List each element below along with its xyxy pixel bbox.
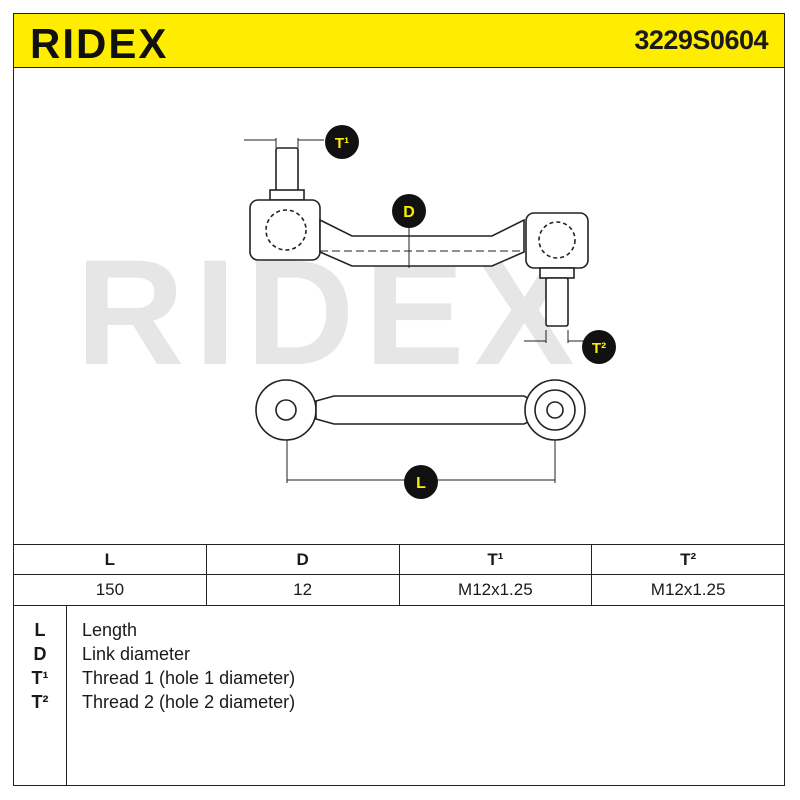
badge-d: D <box>392 194 426 228</box>
right-eye-ring <box>534 389 576 431</box>
badge-t1: T¹ <box>325 125 359 159</box>
value-d: 12 <box>207 575 400 605</box>
header-bar: RIDEX 3229S0604 <box>14 14 784 68</box>
badge-l-label: L <box>416 475 426 492</box>
column-header-d: D <box>207 545 400 574</box>
right-ball <box>538 221 576 259</box>
left-stud <box>275 147 299 193</box>
legend-key: L <box>34 620 46 640</box>
side-view <box>249 147 589 327</box>
badge-t2-label: T² <box>592 340 606 357</box>
column-header-l: L <box>14 545 207 574</box>
right-eye-outer <box>524 379 586 441</box>
badge-t2: T² <box>582 330 616 364</box>
brand-logo-text: RIDEX <box>30 22 168 62</box>
column-header-t1: T¹ <box>400 545 593 574</box>
spec-table-values: 150 12 M12x1.25 M12x1.25 <box>14 575 784 606</box>
value-l: 150 <box>14 575 207 605</box>
left-stud-collar <box>269 189 305 201</box>
brand-logo: RIDEX <box>30 22 168 62</box>
top-link-rod <box>315 395 535 425</box>
right-stud <box>545 277 569 327</box>
legend-item: L Length <box>14 618 784 642</box>
legend-label: Length <box>82 620 138 640</box>
right-eye-inner <box>546 401 564 419</box>
value-t1: M12x1.25 <box>400 575 593 605</box>
left-housing <box>249 199 321 261</box>
top-view <box>255 379 586 441</box>
part-number: 3229S0604 <box>634 25 768 55</box>
left-eye-inner <box>275 399 297 421</box>
badge-t1-label: T¹ <box>335 135 349 152</box>
badge-l: L <box>404 465 438 499</box>
legend-key: D <box>33 644 47 664</box>
link-rod <box>319 218 525 267</box>
badge-d-label: D <box>403 204 415 221</box>
legend-item: D Link diameter <box>14 642 784 666</box>
legend-item: T² Thread 2 (hole 2 diameter) <box>14 690 784 714</box>
legend-label: Thread 1 (hole 1 diameter) <box>82 668 296 688</box>
legend: L Length D Link diameter T¹ Thread 1 (ho… <box>14 606 784 785</box>
legend-label: Link diameter <box>82 644 191 664</box>
technical-drawing: RIDEX <box>14 68 784 544</box>
spec-table: L D T¹ T² 150 12 M12x1.25 M12x1.25 <box>14 544 784 606</box>
left-eye-outer <box>255 379 317 441</box>
left-ball <box>265 209 307 251</box>
spec-sheet: RIDEX 3229S0604 RIDEX <box>13 13 785 786</box>
legend-divider <box>66 606 67 785</box>
right-stud-collar <box>539 267 575 279</box>
legend-key: T² <box>31 692 49 712</box>
legend-item: T¹ Thread 1 (hole 1 diameter) <box>14 666 784 690</box>
spec-table-header: L D T¹ T² <box>14 544 784 575</box>
column-header-t2: T² <box>680 549 697 569</box>
legend-key: T¹ <box>31 668 49 688</box>
drawing-canvas: RIDEX <box>76 125 616 499</box>
legend-label: Thread 2 (hole 2 diameter) <box>82 692 296 712</box>
value-t2: M12x1.25 <box>650 580 726 599</box>
